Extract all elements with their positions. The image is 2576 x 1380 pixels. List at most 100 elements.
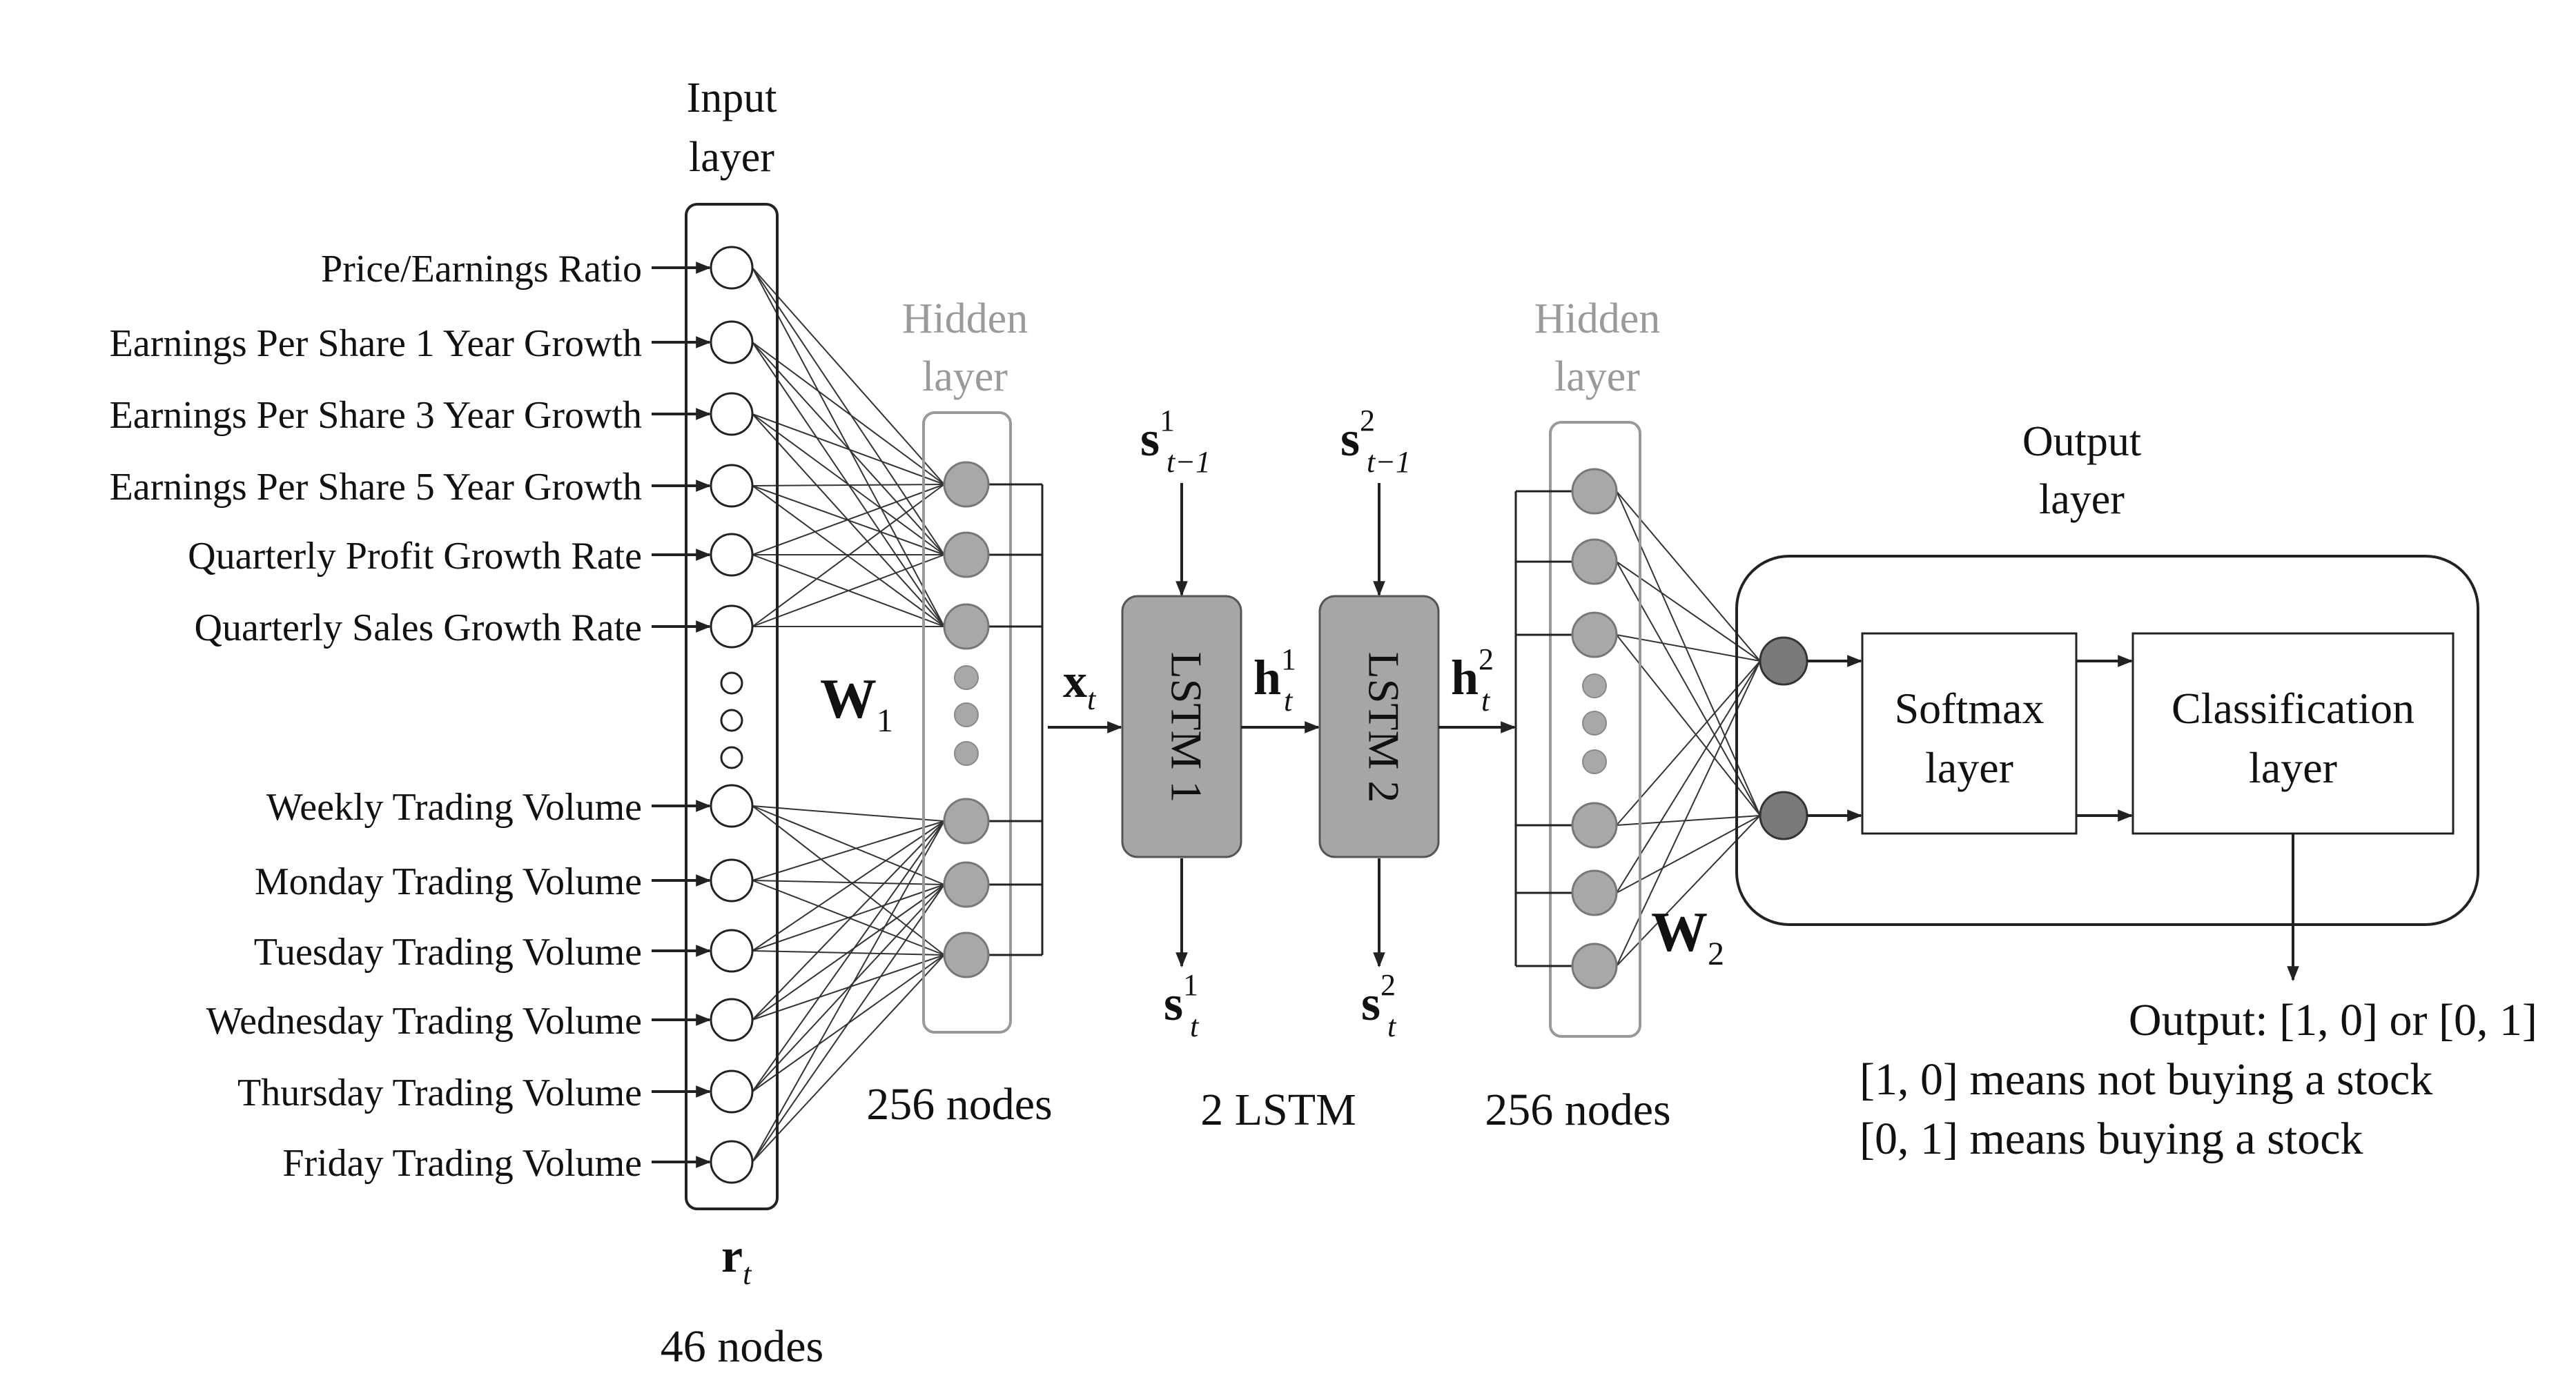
lstm-2-state-out-label: s2 t — [1361, 968, 1397, 1043]
classification-layer-line2: layer — [2249, 743, 2337, 792]
input-node — [710, 246, 754, 290]
hidden-layer-1-node-count: 256 nodes — [866, 1079, 1052, 1130]
input-feature-label: Weekly Trading Volume — [266, 786, 642, 829]
lstm-2-state-in-symbol: s — [1340, 411, 1360, 466]
softmax-layer-line1: Softmax — [1895, 684, 2045, 733]
lstm-2-state-in-sub: t−1 — [1367, 445, 1411, 479]
input-feature-label: Wednesday Trading Volume — [206, 1000, 642, 1043]
weights-2-label: W2 — [1651, 900, 1724, 972]
input-node — [710, 533, 754, 577]
input-layer-title-line2: layer — [689, 134, 774, 181]
x-t-label: xt — [1063, 655, 1097, 716]
connection-line — [752, 554, 945, 627]
output-layer-title-line2: layer — [2039, 476, 2125, 523]
input-vector-symbol: r — [721, 1230, 743, 1283]
softmax-layer-box — [1861, 632, 2078, 835]
h2-symbol: h — [1451, 650, 1479, 705]
hidden-layer-2-title-line1: Hidden — [1534, 295, 1661, 342]
output-text-line2: [1, 0] means not buying a stock — [1860, 1054, 2432, 1105]
hidden-layer-2-node-count: 256 nodes — [1485, 1085, 1670, 1135]
connection-line — [1616, 815, 1761, 826]
connection-line — [1616, 491, 1761, 816]
hidden-layer-2-nodes — [1571, 468, 1618, 989]
hidden-2-node — [1571, 538, 1618, 585]
input-node — [710, 320, 754, 364]
input-feature-label: Quarterly Sales Growth Rate — [195, 607, 642, 649]
input-nodes — [710, 246, 754, 1184]
input-layer-box — [685, 203, 779, 1210]
hidden-layer-1-title-line1: Hidden — [902, 295, 1028, 342]
connection-line — [752, 884, 945, 1092]
lstm-1-state-out-symbol: s — [1164, 976, 1183, 1031]
connection-line — [752, 820, 945, 881]
hidden-2-ellipsis-node — [1582, 711, 1607, 736]
input-feature-label: Quarterly Profit Growth Rate — [188, 535, 642, 578]
lstm-1-label: LSTM 1 — [1162, 652, 1211, 803]
hidden-layer-1-title-line2: layer — [922, 353, 1008, 400]
h2-sub: t — [1481, 684, 1491, 718]
connection-line — [752, 484, 945, 627]
hidden-2-node — [1571, 468, 1618, 515]
hidden-1-node — [943, 461, 990, 508]
lstm-1-state-in-sup: 1 — [1160, 404, 1175, 437]
input-feature-label: Friday Trading Volume — [282, 1142, 642, 1185]
softmax-layer-line2: layer — [1925, 743, 2013, 792]
hidden-2-node — [1571, 869, 1618, 916]
input-node — [710, 784, 754, 828]
input-node — [710, 858, 754, 903]
hidden-1-node — [943, 931, 990, 978]
hidden-2-node — [1571, 611, 1618, 658]
hidden-layer-1-nodes — [943, 461, 990, 978]
hidden-2-node — [1571, 802, 1618, 849]
weights-1-symbol: W — [820, 667, 877, 730]
connection-line — [752, 805, 945, 822]
lstm-2-state-out-symbol: s — [1361, 976, 1380, 1031]
input-node — [710, 392, 754, 436]
connection-line — [1616, 660, 1761, 826]
input-vector-subscript: t — [743, 1257, 752, 1291]
connection-line — [752, 805, 945, 885]
lstm-2-state-out-sup: 2 — [1380, 968, 1396, 1002]
input-node — [710, 464, 754, 508]
hidden-layer-1-collector — [988, 483, 1044, 956]
input-feature-label: Earnings Per Share 3 Year Growth — [110, 394, 642, 437]
connection-line — [1616, 634, 1761, 816]
connection-line — [752, 880, 945, 885]
hidden-1-node — [943, 531, 990, 578]
input-to-hidden1-connections — [752, 267, 945, 1163]
input-feature-label: Monday Trading Volume — [255, 860, 642, 903]
connection-line — [1616, 634, 1761, 662]
input-feature-label: Price/Earnings Ratio — [321, 248, 642, 290]
lstm-2-label: LSTM 2 — [1359, 652, 1408, 803]
output-layer-box — [1735, 555, 2479, 926]
connection-line — [752, 820, 945, 952]
output-text-line1: Output: [1, 0] or [0, 1] — [2129, 995, 2537, 1045]
hidden-layer-1-box — [922, 411, 1012, 1034]
hidden-2-node — [1571, 943, 1618, 989]
hidden-2-ellipsis-node — [1582, 749, 1607, 774]
output-node-2 — [1759, 791, 1808, 840]
input-feature-label: Earnings Per Share 5 Year Growth — [110, 466, 642, 509]
connection-line — [752, 820, 945, 1092]
output-node-1 — [1759, 636, 1808, 686]
input-layer-title-line1: Input — [687, 75, 777, 121]
hidden-1-ellipsis-node — [954, 702, 979, 727]
input-ellipsis-node — [720, 709, 743, 732]
input-node — [710, 1070, 754, 1114]
x-t-subscript: t — [1087, 682, 1097, 716]
input-node — [710, 1140, 754, 1184]
input-ellipsis-node — [720, 671, 743, 695]
connection-line — [752, 820, 945, 1021]
weights-1-subscript: 1 — [877, 702, 893, 739]
hidden-1-node — [943, 603, 990, 650]
connection-line — [752, 413, 945, 485]
lstm-2-state-out-sub: t — [1387, 1009, 1397, 1043]
input-feature-label: Earnings Per Share 1 Year Growth — [110, 322, 642, 365]
